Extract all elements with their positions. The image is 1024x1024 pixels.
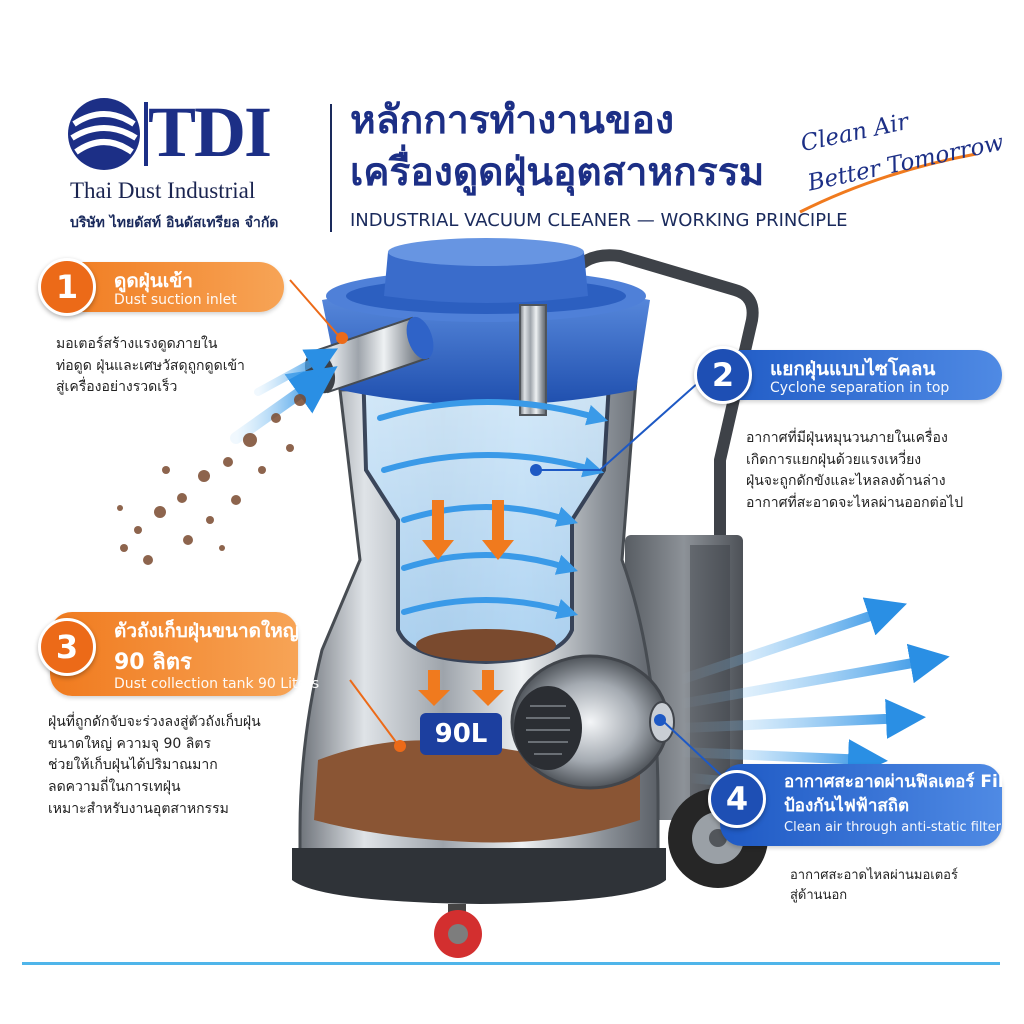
dust-particles: [117, 394, 306, 565]
step-4-title-th: อากาศสะอาดผ่านฟิลเตอร์ Filter: [784, 772, 1024, 792]
step-3-title-en: Dust collection tank 90 Liters: [114, 676, 320, 692]
brand-name-en: Thai Dust Industrial: [70, 178, 256, 203]
downward-flow-arrows: [418, 500, 514, 706]
step-2-title-en: Cyclone separation in top: [770, 380, 950, 396]
step-4-desc-line: สู่ด้านนอก: [790, 888, 848, 904]
front-caster-wheel-icon: [434, 904, 482, 958]
step-3-desc-line: ลดความถี่ในการเทฝุ่น: [48, 779, 181, 796]
slogan-swoosh: [799, 152, 977, 214]
step-2-description: อากาศที่มีฝุ่นหมุนวนภายในเครื่อง เกิดการ…: [746, 428, 963, 515]
step-1-description: มอเตอร์สร้างแรงดูดภายใน ท่อดูด ฝุ่นและเศ…: [56, 334, 245, 399]
step-3-number-badge: 3: [38, 618, 96, 676]
step-2-badge: แยกฝุ่นแบบไซโคลน Cyclone separation in t…: [706, 350, 1002, 400]
step-2-desc-line: ฝุ่นจะถูกดักขังและไหลลงด้านล่าง: [746, 473, 946, 490]
step-4-title-en: Clean air through anti-static filter: [784, 820, 1001, 835]
step-1-title-th: ดูดฝุ่นเข้า: [114, 270, 193, 292]
step-3-desc-line: เหมาะสำหรับงานอุตสาหกรรม: [48, 800, 229, 817]
chamber-dust: [416, 629, 556, 661]
step-1-desc-line: มอเตอร์สร้างแรงดูดภายใน: [56, 336, 218, 352]
step-4-desc-line: อากาศสะอาดไหลผ่านมอเตอร์: [790, 868, 958, 883]
tdi-logo-icon: [68, 98, 148, 170]
leader-lines: [289, 279, 406, 752]
step-3-desc-line: ขนาดใหญ่ ความจุ 90 ลิตร: [48, 735, 211, 752]
step-4-badge: อากาศสะอาดผ่านฟิลเตอร์ Filter ป้องกันไฟฟ…: [720, 764, 1024, 846]
step-4-description: อากาศสะอาดไหลผ่านมอเตอร์ สู่ด้านนอก: [790, 866, 958, 906]
step-4-title-th-2: ป้องกันไฟฟ้าสถิต: [784, 796, 910, 816]
tank-capacity-label: 90L: [420, 713, 502, 755]
cyclone-chamber: [359, 328, 615, 665]
step-3-desc-line: ฝุ่นที่ถูกดักจับจะร่วงลงสู่ตัวถังเก็บฝุ่…: [48, 714, 261, 730]
step-2-desc-line: อากาศที่มีฝุ่นหมุนวนภายในเครื่อง: [746, 430, 948, 446]
step-2-title-th: แยกฝุ่นแบบไซโคลน: [770, 358, 936, 380]
step-3-description: ฝุ่นที่ถูกดักจับจะร่วงลงสู่ตัวถังเก็บฝุ่…: [48, 712, 261, 820]
step-3-title-th-2: 90 ลิตร: [114, 650, 192, 675]
cyclone-swirl-arrows: [377, 399, 609, 620]
floor-line: [22, 962, 1000, 965]
step-2-number-badge: 2: [694, 346, 752, 404]
page-title-line1: หลักการทำงานของ: [350, 98, 675, 143]
step-3-desc-line: ช่วยให้เก็บฝุ่นได้ปริมาณมาก: [48, 757, 218, 774]
step-4-number-badge: 4: [708, 770, 766, 828]
step-1-desc-line: ท่อดูด ฝุ่นและเศษวัสดุถูกดูดเข้า: [56, 357, 245, 374]
motor-housing: [510, 654, 675, 790]
step-1-number-badge: 1: [38, 258, 96, 316]
page-title-line2: เครื่องดูดฝุ่นอุตสาหกรรม: [350, 150, 765, 195]
center-pipe: [519, 304, 547, 416]
step-1-title-en: Dust suction inlet: [114, 292, 237, 308]
step-1-desc-line: สู่เครื่องอย่างรวดเร็ว: [56, 379, 178, 396]
brand-name-th: บริษัท ไทยดัสท์ อินดัสเทรียล จำกัด: [70, 215, 279, 231]
page-title-en: INDUSTRIAL VACUUM CLEANER — WORKING PRIN…: [350, 210, 848, 231]
suction-arrows: [230, 348, 339, 444]
header-divider: [330, 104, 332, 232]
step-2-desc-line: อากาศที่สะอาดจะไหลผ่านออกต่อไป: [746, 495, 964, 512]
step-3-title-th: ตัวถังเก็บฝุ่นขนาดใหญ่: [114, 620, 299, 642]
tank-base-ring: [292, 848, 666, 904]
blue-lid: [322, 238, 650, 405]
logo-wordmark: TDI: [148, 92, 272, 172]
step-2-desc-line: เกิดการแยกฝุ่นด้วยแรงเหวี่ยง: [746, 451, 922, 468]
